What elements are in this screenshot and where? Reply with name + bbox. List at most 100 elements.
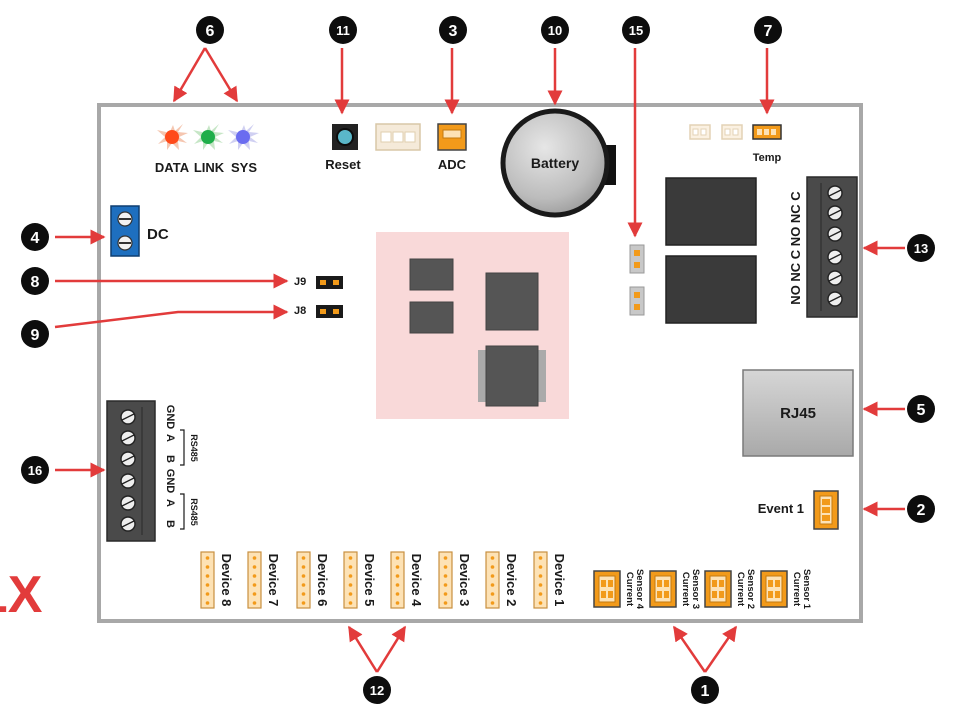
svg-text:13: 13 — [914, 241, 928, 256]
svg-text:1: 1 — [701, 683, 710, 700]
svg-text:7: 7 — [764, 23, 773, 40]
temp-label: Temp — [753, 152, 782, 164]
current-sensor-connector-4 — [593, 570, 621, 608]
svg-text:12: 12 — [370, 683, 384, 698]
svg-text:Current: Current — [791, 572, 802, 607]
relay-top — [665, 177, 757, 246]
svg-text:Current: Current — [624, 572, 635, 607]
svg-text:3: 3 — [449, 23, 458, 40]
svg-text:8: 8 — [31, 274, 40, 291]
svg-text:GND: GND — [164, 469, 176, 494]
dc-label: DC — [147, 226, 169, 243]
device-6-label: Device 6 — [315, 554, 330, 607]
svg-text:9: 9 — [31, 327, 40, 344]
arrow-12a — [347, 625, 379, 673]
led-link — [193, 124, 224, 150]
dc-terminal — [110, 205, 140, 257]
svg-text:Sensor 1: Sensor 1 — [801, 569, 812, 610]
cpu-area — [376, 232, 569, 419]
svg-text:6: 6 — [206, 23, 215, 40]
temp-connectors — [689, 124, 782, 140]
j8-jumper — [316, 305, 343, 318]
callout-arrows — [54, 47, 905, 673]
device-3-label: Device 3 — [457, 554, 472, 607]
svg-text:B: B — [164, 455, 176, 463]
callout-badge-2: 2 — [907, 495, 935, 523]
svg-text:16: 16 — [28, 463, 42, 478]
callout-badge-11: 11 — [329, 16, 357, 44]
svg-text:Sensor 4: Sensor 4 — [634, 569, 645, 610]
callout-badge-12: 12 — [363, 676, 391, 704]
relay-terminal-block — [806, 176, 858, 318]
battery — [500, 108, 616, 218]
callout-badge-8: 8 — [21, 267, 49, 295]
svg-text:15: 15 — [629, 23, 643, 38]
current-sensor-connector-2 — [704, 570, 732, 608]
rj45-label: RJ45 — [780, 405, 816, 422]
rs485-terminal-block — [106, 400, 156, 542]
device-1-label: Device 1 — [552, 554, 567, 607]
device-header-2 — [485, 551, 500, 609]
rs485-tag-top: RS485 — [189, 434, 199, 462]
device-4-label: Device 4 — [409, 554, 424, 608]
led-data-label: DATA — [155, 160, 190, 175]
callout-badge-13: 13 — [907, 234, 935, 262]
brand-fragment: LX — [0, 566, 43, 624]
device-header-1 — [533, 551, 548, 609]
svg-text:4: 4 — [31, 230, 40, 247]
svg-text:Current: Current — [735, 572, 746, 607]
device-7-label: Device 7 — [266, 554, 281, 607]
j9-jumper — [316, 276, 343, 289]
j8-label: J8 — [294, 305, 306, 317]
svg-text:10: 10 — [548, 23, 562, 38]
current-sensor-4-label: Current Sensor 4 — [624, 569, 645, 610]
led-data — [157, 124, 188, 150]
svg-text:Sensor 2: Sensor 2 — [745, 569, 756, 609]
current-sensor-connector-1 — [760, 570, 788, 608]
relay-terminal-label: NO NC C NO NC C — [788, 191, 803, 305]
svg-text:11: 11 — [336, 23, 350, 38]
battery-label: Battery — [531, 155, 579, 171]
svg-text:B: B — [164, 520, 176, 528]
arrow-1b — [703, 625, 738, 673]
rs485-brackets — [180, 429, 185, 530]
device-header-7 — [247, 551, 262, 609]
led-link-label: LINK — [194, 160, 225, 175]
callout-badge-7: 7 — [754, 16, 782, 44]
device-header-4 — [390, 551, 405, 609]
device-2-label: Device 2 — [504, 554, 519, 607]
device-5-label: Device 5 — [362, 554, 377, 607]
current-sensor-2-label: Current Sensor 2 — [735, 569, 756, 609]
adc-connector — [437, 123, 467, 151]
arrow-12b — [375, 625, 407, 673]
svg-text:GND: GND — [164, 405, 176, 430]
callout-badge-16: 16 — [21, 456, 49, 484]
arrow-6b — [203, 47, 239, 103]
led-sys — [228, 124, 259, 150]
arrow-6a — [172, 47, 207, 103]
event-connector — [813, 490, 839, 530]
svg-text:A: A — [164, 434, 176, 442]
svg-text:Sensor 3: Sensor 3 — [690, 569, 701, 609]
event-label: Event 1 — [758, 501, 804, 516]
relay-bottom — [665, 255, 757, 324]
reset-button — [332, 124, 358, 150]
device-8-label: Device 8 — [219, 554, 234, 607]
led-sys-label: SYS — [231, 160, 257, 175]
current-sensor-connector-3 — [649, 570, 677, 608]
current-sensor-1-label: Current Sensor 1 — [791, 569, 812, 610]
relay-pin-headers — [629, 244, 645, 316]
callout-badge-5: 5 — [907, 395, 935, 423]
device-header-8 — [200, 551, 215, 609]
current-sensor-3-label: Current Sensor 3 — [680, 569, 701, 609]
arrow-9 — [54, 304, 289, 329]
callout-badge-6: 6 — [196, 16, 224, 44]
callout-badge-15: 15 — [622, 16, 650, 44]
arrow-1a — [672, 625, 707, 673]
j9-label: J9 — [294, 276, 306, 288]
svg-text:A: A — [164, 499, 176, 507]
svg-text:Current: Current — [680, 572, 691, 607]
reset-label: Reset — [325, 157, 361, 172]
svg-text:2: 2 — [917, 502, 926, 519]
